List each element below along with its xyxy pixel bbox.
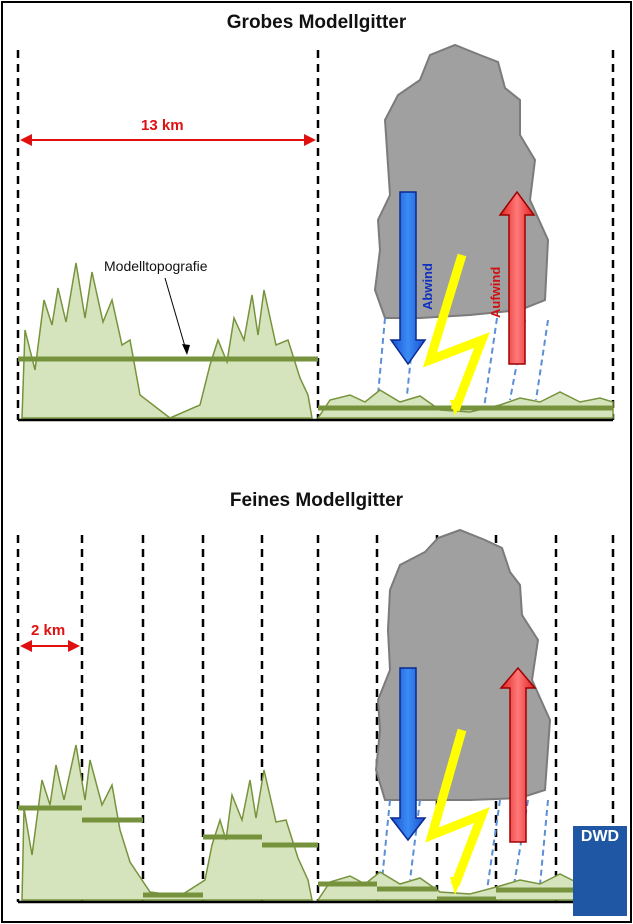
top-panel-title: Grobes Modellgitter — [226, 12, 407, 33]
terrain — [21, 262, 313, 419]
scale-arrow — [20, 134, 316, 146]
bottom-panel-title: Feines Modellgitter — [229, 490, 404, 511]
topography-label: Modelltopografie — [104, 258, 208, 274]
downdraft-arrow-fine — [389, 667, 427, 842]
lightning-tip-fine — [450, 877, 462, 895]
dwd-logo: DWD — [573, 826, 627, 916]
updraft-label: Aufwind — [488, 267, 503, 318]
thundercloud — [373, 43, 550, 319]
terrain-fine — [21, 744, 313, 901]
lightning-bolt-fine — [425, 728, 490, 887]
lightning-bolt — [423, 253, 490, 412]
thundercloud-fine — [374, 528, 552, 801]
downdraft-label: Abwind — [420, 263, 435, 310]
updraft-arrow — [498, 190, 536, 365]
lightning-tip — [450, 400, 462, 416]
dwd-logo-text: DWD — [580, 828, 620, 845]
fine-scale-label: 2 km — [31, 622, 66, 639]
top-panel — [16, 43, 615, 422]
scale-arrow-fine — [20, 640, 80, 652]
label-pointer — [164, 277, 187, 351]
updraft-arrow-fine — [499, 666, 537, 843]
label-pointer-head — [182, 344, 190, 355]
coarse-scale-label: 13 km — [141, 117, 184, 134]
downdraft-arrow — [389, 191, 427, 366]
bottom-panel — [16, 528, 615, 904]
